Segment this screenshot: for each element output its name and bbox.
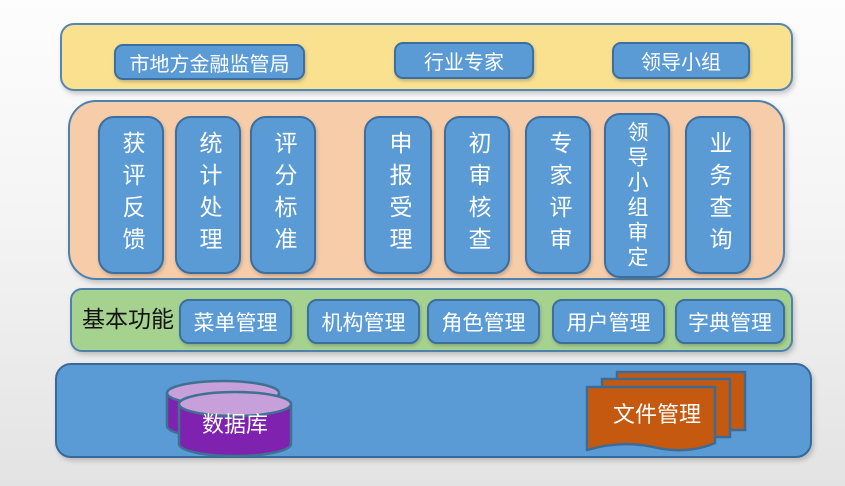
process-step-label: 获评反馈 bbox=[118, 131, 144, 259]
basic-role-management: 角色管理 bbox=[427, 299, 540, 344]
process-step-leading-group-approval: 领导小组审定 bbox=[604, 113, 670, 278]
process-step-label: 业务查询 bbox=[705, 131, 731, 259]
basic-functions-layer: 基本功能 菜单管理 机构管理 角色管理 用户管理 字典管理 bbox=[70, 288, 793, 352]
basic-dictionary-management: 字典管理 bbox=[675, 299, 785, 344]
basic-menu-management: 菜单管理 bbox=[179, 299, 292, 344]
process-step-label: 初审核查 bbox=[464, 131, 490, 259]
basic-org-management: 机构管理 bbox=[307, 299, 420, 344]
basic-functions-label: 基本功能 bbox=[82, 307, 174, 333]
process-step-business-query: 业务查询 bbox=[685, 116, 751, 274]
process-step-label: 申报受理 bbox=[385, 131, 411, 259]
process-step-scoring-standard: 评分标准 bbox=[250, 116, 316, 274]
files-label: 文件管理 bbox=[612, 403, 701, 428]
stacked-documents-icon bbox=[585, 370, 747, 452]
database-cylinder-icon bbox=[165, 379, 293, 458]
process-step-application-acceptance: 申报受理 bbox=[364, 116, 432, 274]
actors-layer: 市地方金融监管局 行业专家 领导小组 bbox=[60, 23, 793, 91]
process-step-expert-review: 专家评审 bbox=[525, 116, 591, 274]
storage-layer: 数据库 文件管理 bbox=[55, 363, 812, 458]
process-step-label: 评分标准 bbox=[270, 131, 296, 259]
process-step-label: 统计处理 bbox=[195, 131, 221, 259]
actor-leading-group: 领导小组 bbox=[612, 42, 750, 79]
process-step-label: 专家评审 bbox=[545, 131, 571, 259]
process-step-label: 领导小组审定 bbox=[625, 120, 649, 271]
process-step-rating-feedback: 获评反馈 bbox=[98, 116, 164, 274]
database-label: 数据库 bbox=[201, 413, 268, 438]
basic-user-management: 用户管理 bbox=[552, 299, 665, 344]
process-step-initial-review: 初审核查 bbox=[444, 116, 510, 274]
actor-industry-experts: 行业专家 bbox=[394, 42, 534, 79]
process-layer: 获评反馈 统计处理 评分标准 申报受理 初审核查 专家评审 领导小组审定 业务查… bbox=[68, 100, 785, 280]
actor-finance-regulator: 市地方金融监管局 bbox=[114, 44, 305, 80]
process-step-statistics: 统计处理 bbox=[175, 116, 241, 274]
